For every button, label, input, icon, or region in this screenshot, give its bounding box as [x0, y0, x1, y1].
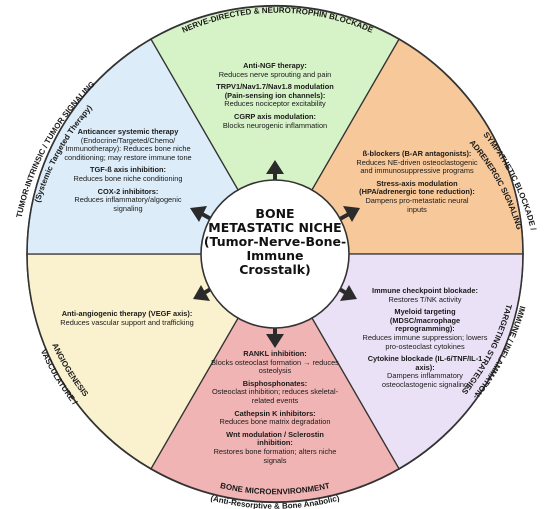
item-description: Blocks osteoclast formation → reduces os…	[211, 357, 339, 376]
item-description: Dampens inflammatory osteoclastogenic si…	[381, 371, 469, 389]
immune-content: Immune checkpoint blockade: Restores T/N…	[360, 286, 490, 394]
item-description: Reduces nociceptor excitability	[224, 99, 326, 109]
item-heading: ß-blockers (B-AR antagonists):	[362, 149, 472, 158]
vasculature-content: Anti-angiogenic therapy (VEGF axis): Red…	[52, 309, 202, 331]
item-heading: Myeloid targeting (MDSC/macrophage	[389, 307, 461, 325]
item-description: Restores T/NK activity	[388, 294, 462, 304]
immune-item-1: Immune checkpoint blockade: Restores T/N…	[360, 286, 490, 304]
item-heading: Bisphosphonates:	[242, 378, 308, 388]
immune-item-3: Cytokine blockade (IL-6/TNF/IL-1 axis): …	[360, 354, 490, 389]
nerve-content: Anti-NGF therapy: Reduces nerve sproutin…	[200, 61, 350, 134]
item-description: Blocks neurogenic inflammation	[222, 120, 328, 130]
item-description: Reduces inflammatory/algogenic signaling	[74, 195, 182, 213]
sympathetic-item-2: Stress-axis modulation (HPA/adrenergic t…	[356, 178, 478, 214]
nerve-item-2: TRPV1/Nav1.7/Nav1.8 modulation (Pain-sen…	[200, 83, 350, 109]
bone-item-1: RANKL inhibition: Blocks osteoclast form…	[205, 349, 345, 376]
center-title-line4: Crosstalk)	[239, 262, 311, 277]
bone-item-2: Bisphosphonates: Osteoclast inhibition; …	[205, 378, 345, 406]
item-heading: Stress-axis modulation	[376, 178, 458, 188]
vasculature-item-1: Anti-angiogenic therapy (VEGF axis): Red…	[52, 309, 202, 327]
center-circle	[200, 179, 350, 329]
item-heading: RANKL inhibition:	[243, 349, 307, 358]
item-description: Reduces bone niche conditioning	[73, 173, 183, 183]
sympathetic-item-1: ß-blockers (B-AR antagonists): Reduces N…	[356, 149, 478, 176]
item-heading: Wnt modulation / Sclerostin	[226, 429, 324, 439]
nerve-item-1: Anti-NGF therapy: Reduces nerve sproutin…	[200, 61, 350, 79]
item-heading: Anti-NGF therapy:	[243, 61, 307, 70]
center-title: BONE METASTATIC NICHE (Tumor-Nerve-Bone-…	[183, 207, 367, 277]
item-description: Osteoclast inhibition; reduces skeletal-…	[211, 387, 339, 405]
tumor-item-1: Anticancer systemic therapy (Endocrine/T…	[64, 127, 192, 162]
tumor-content: Anticancer systemic therapy (Endocrine/T…	[64, 127, 192, 217]
item-heading: TGF-ß axis inhibition:	[90, 165, 166, 175]
item-heading-cont: (HPA/adrenergic tone reduction):	[359, 187, 475, 197]
item-description: Reduces immune suppression; lowers pro-o…	[362, 332, 488, 351]
item-heading: Anticancer systemic therapy	[77, 127, 179, 136]
item-heading: CGRP axis modulation:	[234, 111, 316, 121]
item-heading: Anti-angiogenic therapy (VEGF axis):	[61, 309, 193, 318]
item-description: Dampens pro-metastatic neural inputs	[365, 195, 469, 214]
bone-item-4: Wnt modulation / Sclerostin inhibition: …	[205, 429, 345, 465]
item-heading: Cytokine blockade (IL-6/TNF/IL-1 axis):	[367, 354, 483, 372]
nerve-item-3: CGRP axis modulation: Blocks neurogenic …	[200, 111, 350, 130]
item-heading-cont: inhibition:	[257, 438, 293, 448]
bone-content: RANKL inhibition: Blocks osteoclast form…	[205, 349, 345, 469]
item-description: Reduces vascular support and trafficking	[60, 317, 194, 327]
center-title-line1: BONE	[255, 206, 295, 221]
item-heading: Cathepsin K inhibitors:	[234, 408, 316, 418]
center-title-line2: METASTATIC NICHE	[208, 220, 342, 235]
item-description: Reduces bone matrix degradation	[219, 417, 331, 427]
item-heading: TRPV1/Nav1.7/Nav1.8 modulation	[216, 82, 334, 92]
item-description: (Endocrine/Targeted/Chemo/ Immunotherapy…	[64, 135, 192, 162]
item-heading-cont: (Pain-sensing ion channels):	[224, 90, 326, 100]
item-heading: COX-2 inhibitors:	[97, 186, 159, 196]
immune-item-2: Myeloid targeting (MDSC/macrophage repro…	[360, 307, 490, 351]
tumor-item-2: TGF-ß axis inhibition: Reduces bone nich…	[64, 166, 192, 183]
sympathetic-content: ß-blockers (B-AR antagonists): Reduces N…	[356, 149, 478, 218]
center-title-line3: (Tumor-Nerve-Bone-Immune	[203, 234, 347, 263]
bone-item-3: Cathepsin K inhibitors: Reduces bone mat…	[205, 408, 345, 427]
outer-ring	[26, 5, 524, 503]
item-heading: Immune checkpoint blockade:	[372, 286, 478, 295]
item-description: Reduces NE-driven osteoclastogenic and i…	[356, 157, 478, 176]
tumor-item-3: COX-2 inhibitors: Reduces inflammatory/a…	[64, 186, 192, 214]
item-description: Restores bone formation; alters niche si…	[213, 446, 337, 465]
item-description: Reduces nerve sprouting and pain	[218, 69, 332, 79]
item-heading-cont: reprogramming):	[395, 324, 455, 334]
